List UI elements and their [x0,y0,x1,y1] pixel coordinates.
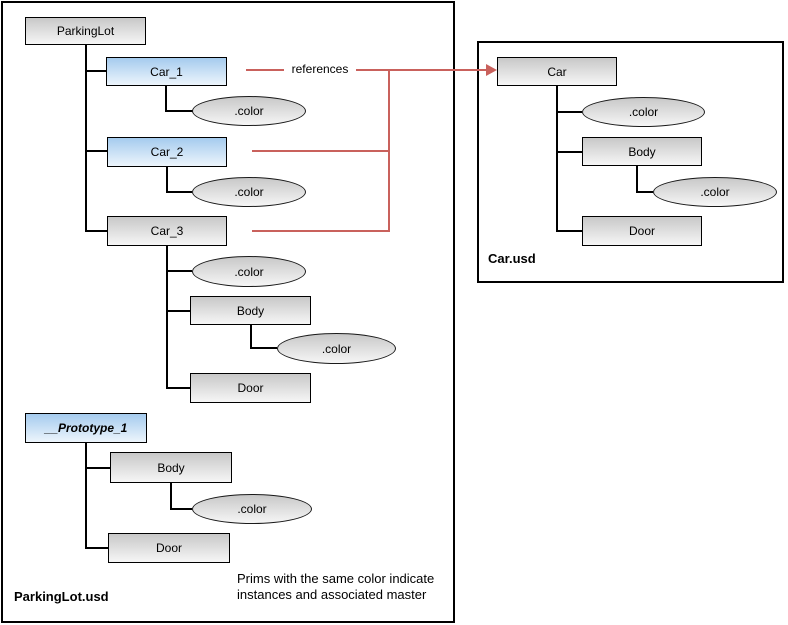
prim-node-label: ParkingLot [56,24,115,38]
connector-car3-color [166,270,192,272]
connector-parkinglot-car1 [85,70,106,72]
parkinglot-usd-file-label: ParkingLot.usd [14,589,109,604]
attribute-node-car-body-color: .color [653,177,777,207]
prim-node-car-2: Car_2 [107,137,227,167]
connector-prototype-body [85,467,110,469]
attribute-node-car-2-color: .color [192,177,306,207]
prim-node-label: Car_1 [150,64,183,79]
connector-car3-body-color-trunk [250,325,252,349]
connector-prototype-door [85,547,108,549]
reference-edge-car2 [252,150,390,152]
reference-edge-car1-left [246,69,284,71]
connector-car2-color-trunk [166,167,168,193]
prim-node-label: Door [155,541,182,555]
prim-node-prototype-door: Door [108,533,230,563]
attribute-node-prototype-body-color: .color [192,494,312,524]
attribute-node-label: .color [700,185,730,199]
prim-node-car-1: Car_1 [106,57,227,86]
attribute-node-label: .color [234,104,264,118]
connector-prototype-body-color [170,508,192,510]
attribute-node-label: .color [237,502,267,516]
prim-node-label: Car_2 [150,145,184,159]
connector-car1-color-trunk [165,86,167,112]
connector-car3-door [166,387,190,389]
attribute-node-label: .color [628,105,659,119]
connector-car-trunk [556,86,558,232]
connector-car-body-color [636,191,653,193]
references-edge-label: references [291,62,349,76]
connector-car-door [556,230,582,232]
connector-car-body [556,151,582,153]
connector-prototype-body-color-trunk [170,483,172,510]
connector-car1-color [165,110,193,112]
attribute-node-car-1-color: .color [192,96,306,126]
car-usd-frame [477,41,784,283]
prim-node-car-door: Door [582,216,702,246]
parkinglot-usd-frame [1,1,455,623]
instancing-note: Prims with the same color indicate insta… [237,571,434,603]
instancing-note-line-2: instances and associated master [237,587,427,602]
attribute-node-label: .color [321,341,352,356]
attribute-node-car-color: .color [582,97,705,127]
connector-car3-body [166,310,190,312]
prim-node-label: Door [237,381,264,395]
prim-node-prototype-1: __Prototype_1 [25,413,147,443]
reference-arrowhead-icon [486,64,497,76]
prim-node-label: Body [157,460,185,475]
prim-node-label: Body [628,144,656,159]
attribute-node-car-3-body-color: .color [277,333,396,364]
prim-node-car-3-body: Body [190,296,311,325]
prim-node-label: Car [547,64,567,79]
connector-prototype-trunk [85,443,87,549]
prim-node-car-3: Car_3 [107,216,227,246]
prim-node-car-body: Body [582,137,702,166]
connector-parkinglot-car2 [85,150,107,152]
connector-parkinglot-car3 [85,230,107,232]
connector-parkinglot-trunk [85,45,87,232]
car-usd-file-label: Car.usd [488,251,536,266]
prim-node-label: Car_3 [150,224,184,238]
instancing-note-line-1: Prims with the same color indicate [237,571,435,586]
prim-node-prototype-body: Body [110,452,232,483]
connector-car3-trunk [166,246,168,389]
connector-car2-color [166,191,192,193]
prim-node-parkinglot: ParkingLot [25,17,146,45]
prim-node-label: __Prototype_1 [44,421,128,435]
prim-node-car: Car [497,57,617,86]
reference-edge-car1-right [356,69,489,71]
connector-car-body-color-trunk [636,166,638,193]
connector-car3-body-color [250,347,277,349]
attribute-node-label: .color [234,264,264,279]
prim-node-label: Door [628,224,655,238]
attribute-node-label: .color [234,185,264,199]
reference-edge-car3 [252,230,390,232]
connector-car-color [556,111,582,113]
prim-node-label: Body [236,303,265,318]
prim-node-car-3-door: Door [190,373,311,403]
attribute-node-car-3-color: .color [192,256,306,287]
